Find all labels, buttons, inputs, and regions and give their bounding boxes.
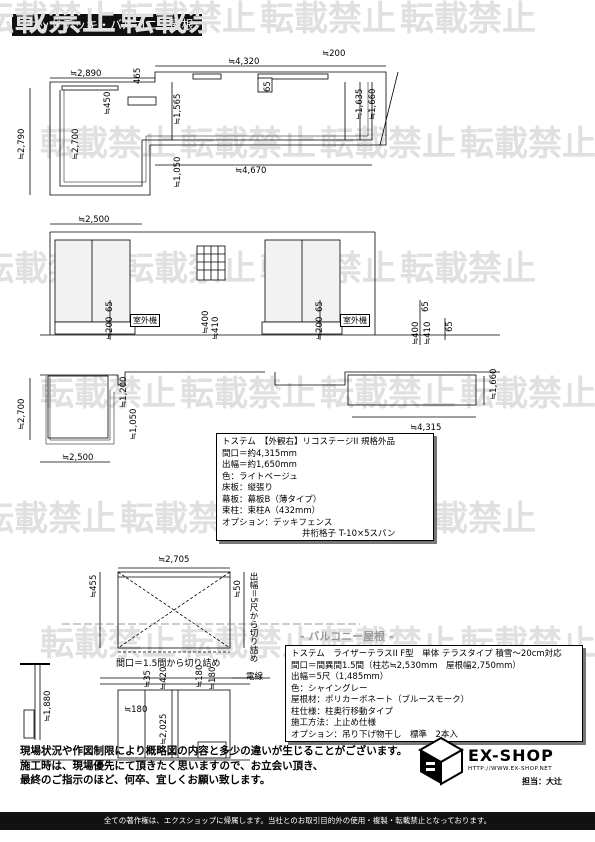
deck-plan-top <box>29 65 399 225</box>
dimension-label: ≒1,660 <box>368 89 378 120</box>
spec-line: 束柱：束柱A（432mm） <box>222 506 321 516</box>
disclaimer-line: 施工時は、現場優先にて頂きたく思いますので、お立会い頂き、 <box>20 759 324 772</box>
outdoor-unit-label: 室外機 <box>130 314 160 327</box>
deck-spec-box: トステム 【外観右】リコステージII 規格外品 間口＝約4,315mm 出幅＝約… <box>216 433 434 541</box>
watermark-text: 転載禁止 <box>0 499 116 539</box>
spec-line: 色：ライトベージュ <box>222 471 298 482</box>
power-line-label: 電線 <box>246 672 264 682</box>
dimension-label: ≒400 <box>411 322 421 345</box>
spec-line: 間口＝間異間1.5間（柱芯≒2,530mm 屋根幅2,750mm） <box>291 660 521 671</box>
watermark-text: 転載禁止 <box>460 374 595 414</box>
spec-line: 施工方法：上止め仕様 <box>291 718 377 728</box>
watermark-text: 転載禁止 <box>0 0 116 39</box>
spec-line: トステム ライザーテラスII F型 単体 テラスタイプ 積雪〜20cm対応 <box>291 649 562 659</box>
dimension-label: ≒200 <box>322 49 345 59</box>
dimension-label: ≒1,565 <box>173 94 183 125</box>
dimension-label: ≒200 <box>105 317 115 340</box>
spec-line: トステム 【外観右】リコステージII 規格外品 <box>222 437 396 447</box>
dimension-label: 65 <box>105 301 115 312</box>
dimension-label: ≒2,705 <box>158 555 189 565</box>
roof-spec-box: トステム ライザーテラスII F型 単体 テラスタイプ 積雪〜20cm対応 間口… <box>285 645 583 742</box>
roof-plan <box>62 567 360 653</box>
dimension-label: ≒1,660 <box>489 369 499 400</box>
spec-line: 床板：縦張り <box>222 483 274 493</box>
dimension-label: ≒455 <box>89 575 99 598</box>
spec-line: 色：シャイングレー <box>291 683 368 694</box>
dimension-label: ≒180 <box>124 705 147 715</box>
dimension-label: ≒2,790 <box>17 129 27 160</box>
watermark-text: 転載禁止 <box>400 249 536 289</box>
dimension-label: ≒180 <box>208 667 218 690</box>
watermark-text: 転載禁止 <box>40 624 176 664</box>
person-in-charge: 担当：大辻 <box>522 777 562 786</box>
dimension-label: ≒35 <box>143 670 153 688</box>
watermark-text: 転載禁止 <box>120 249 256 289</box>
spec-line: 間口＝約4,315mm <box>222 448 297 459</box>
balcony-section-title: - バルコニー屋根 - <box>300 630 394 643</box>
spec-line: 幕板：幕板B（薄タイプ） <box>222 494 322 505</box>
disclaimer-line: 現場状況や作図制限により概略図の内容と多少の違いが生じることがございます。 <box>20 745 408 757</box>
dimension-label: ≒1,050 <box>173 157 183 188</box>
dimension-label: ≒4,315 <box>410 423 441 433</box>
watermark-text: 転載禁止 <box>260 0 396 39</box>
dimension-label: 65 <box>421 301 431 312</box>
disclaimer-line: 最終のご指示のほど、何卒、宜しくお願い致します。 <box>20 774 271 786</box>
dimension-label: ≒2,500 <box>62 453 93 463</box>
spec-line: オプション：吊り下げ物干し 標準 2本入 <box>291 729 458 740</box>
dimension-label: ≒1,050 <box>129 409 139 440</box>
logo-url: HTTP://WWW.EX-SHOP.NET <box>468 766 553 772</box>
dimension-label: ≒200 <box>315 317 325 340</box>
watermark-text: 転載禁止 <box>120 0 256 39</box>
dimension-label: 465 <box>133 68 143 84</box>
dimension-label: ≒400 <box>201 311 211 334</box>
copyright-footer: 全ての著作権は、エクスショップに帰属します。当社とのお取引目的外の使用・複製・転… <box>0 812 595 830</box>
watermark-text: 転載禁止 <box>320 124 456 164</box>
watermark-text: 転載禁止 <box>460 124 595 164</box>
dimension-label: ≒180 <box>195 665 205 688</box>
dimension-label: 65 <box>315 301 325 312</box>
watermark-text: 転載禁止 <box>40 124 176 164</box>
watermark-text: 転載禁止 <box>180 374 316 414</box>
spec-line: 井桁格子 T-10×5スパン <box>302 529 396 539</box>
dimension-label: ≒2,500 <box>78 215 109 225</box>
dimension-label: ≒2,700 <box>17 399 27 430</box>
outdoor-unit-label: 室外機 <box>340 314 370 327</box>
dimension-label: ≒2,890 <box>70 69 101 79</box>
dimension-label: ≒410 <box>211 317 221 340</box>
roof-side-view <box>20 663 270 761</box>
ex-shop-logo-icon <box>418 736 464 786</box>
dimension-label: ≒420 <box>159 667 169 690</box>
dimension-label: ≒1,200 <box>119 377 129 408</box>
dimension-label: ≒1,635 <box>355 89 365 120</box>
dimension-label: ≒450 <box>103 92 113 115</box>
dimension-label: 65 <box>445 321 455 332</box>
dimension-label: ≒410 <box>423 322 433 345</box>
depth-note: 出幅＝5尺から切り詰め <box>248 572 258 663</box>
spec-line: 出幅＝5尺（1,485mm） <box>291 672 389 682</box>
elevation-view <box>40 231 500 345</box>
spec-line: 屋根材：ポリカーボネート（ブルースモーク） <box>291 695 470 705</box>
disclaimer: 現場状況や作図制限により概略図の内容と多少の違いが生じることがございます。 施工… <box>20 744 407 788</box>
frontage-note: 間口＝1.5間から切り詰め <box>116 659 221 669</box>
watermark-text: 転載禁止 <box>180 124 316 164</box>
dimension-label: ≒4,670 <box>235 166 266 176</box>
dimension-label: ≒2,700 <box>71 129 81 160</box>
dimension-label: ≒2,025 <box>159 714 169 745</box>
logo-name: EX-SHOP <box>468 746 554 765</box>
watermark-text: 転載禁止 <box>320 374 456 414</box>
spec-line: 出幅＝約1,650mm <box>222 460 297 470</box>
spec-line: オプション：デッキフェンス <box>222 517 333 528</box>
deck-plan-mid <box>29 371 500 463</box>
watermark-text: 転載禁止 <box>400 0 536 39</box>
dimension-label: 65 <box>263 81 273 92</box>
dimension-label: ≒50 <box>233 580 243 598</box>
spec-line: 柱仕様：柱奥行移動タイプ <box>291 706 394 717</box>
dimension-label: ≒1,880 <box>43 691 53 722</box>
page-title: ウッドデッキ・バルコニー屋根 <box>12 14 202 36</box>
dimension-label: ≒4,320 <box>228 57 259 67</box>
